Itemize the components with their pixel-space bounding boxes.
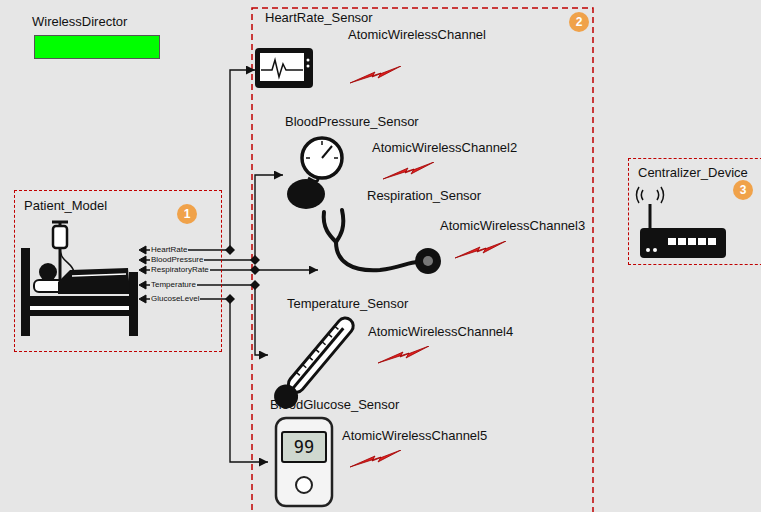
junction-diamond	[250, 265, 260, 275]
node-label: Temperature_Sensor	[287, 296, 408, 311]
callout-number: 2	[569, 12, 589, 32]
node-label: WirelessDirector	[32, 14, 127, 29]
node-label: BloodGlucose_Sensor	[270, 397, 399, 412]
channel-name: AtomicWirelessChannel4	[368, 324, 513, 339]
port-name: BloodPressure	[150, 256, 204, 264]
channel-name: AtomicWirelessChannel2	[372, 140, 517, 155]
pressure-gauge-icon	[287, 138, 342, 209]
signal-connector	[222, 70, 255, 250]
subsystem-region: Centralizer_Device	[628, 158, 761, 265]
port-name: HeartRate	[150, 246, 188, 254]
router-icon	[636, 187, 726, 258]
channel-name: AtomicWirelessChannel	[348, 27, 486, 42]
patient-bed	[21, 222, 138, 336]
director-swatch	[34, 35, 160, 59]
junction-diamond	[225, 294, 235, 304]
junction-diamond	[250, 255, 260, 265]
channel-name: AtomicWirelessChannel5	[342, 428, 487, 443]
signal-connector	[222, 285, 268, 355]
director-block: WirelessDirector	[28, 14, 160, 59]
node-label: Respiration_Sensor	[367, 188, 481, 203]
glucose-meter-icon	[276, 418, 332, 506]
port-wires	[139, 246, 222, 303]
callout-number: 1	[177, 204, 197, 224]
display-reading: 99	[282, 437, 326, 457]
junction-diamond	[250, 280, 260, 290]
callout-number: 3	[733, 180, 753, 200]
junction-diamond	[225, 245, 235, 255]
signal-connector	[222, 175, 283, 260]
sensor-block: Respiration_Sensor	[318, 188, 489, 278]
sensor-block: BloodGlucose_Sensor	[268, 397, 407, 507]
port-name: GlucoseLevel	[150, 295, 200, 303]
node-label: BloodPressure_Sensor	[285, 114, 419, 129]
port-name: RespiratoryRate	[150, 266, 210, 274]
node-label: Patient_Model	[24, 198, 107, 213]
heart-monitor-icon	[255, 48, 313, 88]
node-label: HeartRate_Sensor	[265, 10, 373, 25]
port-name: Temperature	[150, 281, 197, 289]
signal-connector	[222, 269, 318, 270]
sensor-region	[252, 8, 593, 512]
stethoscope-icon	[324, 210, 439, 272]
channel-name: AtomicWirelessChannel3	[440, 218, 585, 233]
signal-connector	[222, 299, 268, 462]
sensor-block: Temperature_Sensor	[268, 296, 416, 414]
sensor-block: HeartRate_Sensor	[255, 10, 381, 90]
node-label: Centralizer_Device	[638, 165, 748, 180]
